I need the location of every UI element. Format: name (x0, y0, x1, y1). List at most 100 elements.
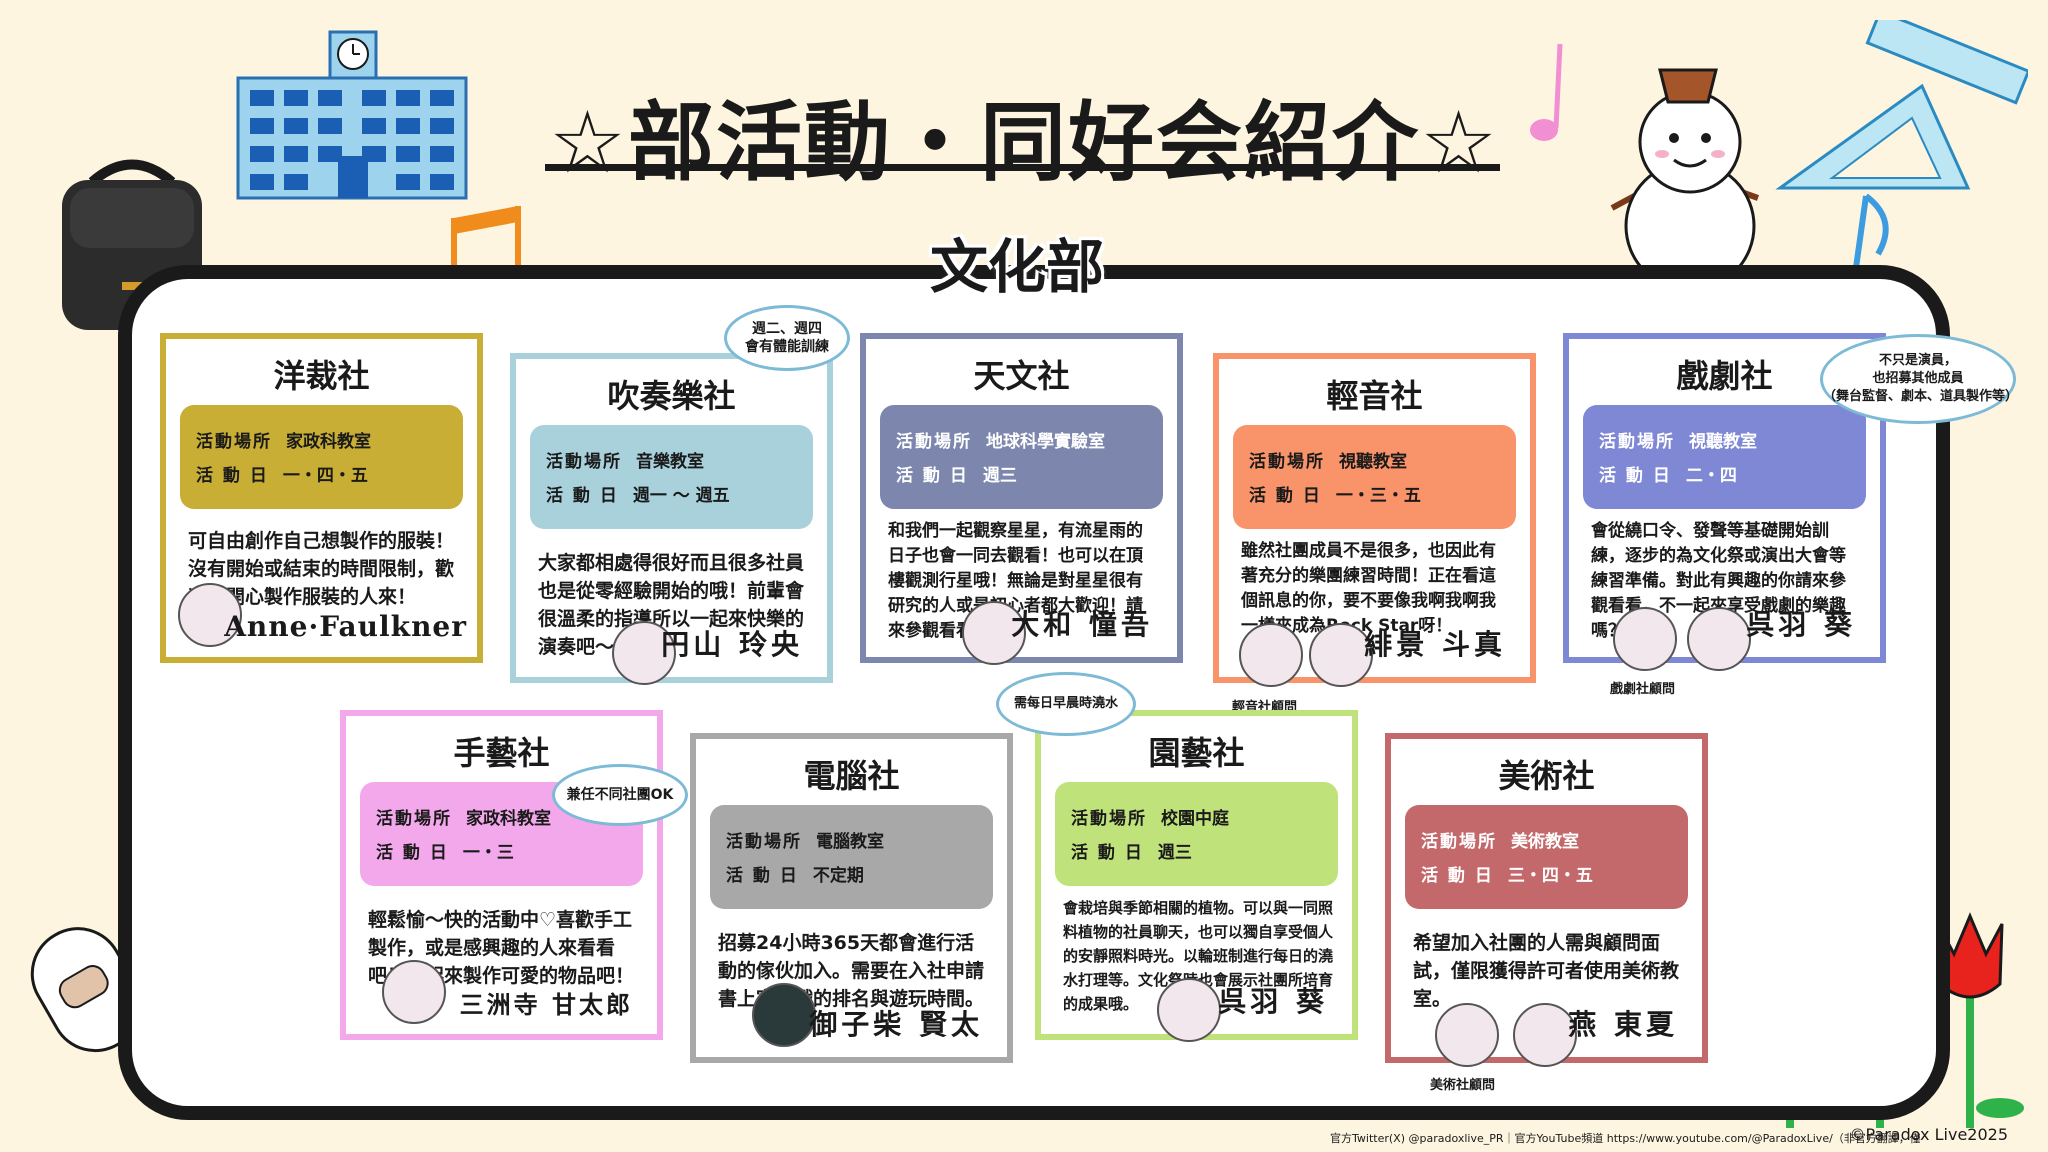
place-label: 活動場所 (196, 432, 272, 452)
note-bubble-suisogaku: 週二、週四 會有體能訓練 (724, 305, 850, 371)
club-days: 週一 ～ 週五 (632, 486, 730, 506)
days-label: 活 動 日 (1421, 866, 1494, 886)
club-days: 週三 (982, 466, 1017, 486)
club-days: 不定期 (812, 866, 864, 886)
club-place: 視聽教室 (1689, 432, 1757, 452)
club-days: 一・三 (462, 843, 514, 863)
club-leader: 御子柴 賢太 (809, 1008, 983, 1041)
club-days: 三・四・五 (1507, 866, 1593, 886)
triangle-ruler-icon (1775, 83, 1971, 190)
club-description: 會從繞口令、發聲等基礎開始訓練，逐步的為文化祭或演出大會等練習準備。對此有興趣的… (1591, 521, 1846, 641)
advisor-avatar (1613, 607, 1677, 671)
page-title: ☆部活動・同好会紹介☆ (548, 93, 1500, 193)
club-leader: 三洲寺 甘太郎 (459, 990, 633, 1019)
place-label: 活動場所 (546, 452, 622, 472)
club-name: 戲劇社 (1676, 357, 1773, 395)
club-leader: 円山 玲央 (661, 628, 803, 661)
club-description: 可自由創作自己想製作的服裝！沒有開始或結束的時間限制，歡迎想開心製作服裝的人來！ (188, 530, 455, 608)
club-description: 輕鬆愉～快的活動中♡喜歡手工製作，或是感興趣的人來看看吧！一起來製作可愛的物品吧… (368, 909, 635, 987)
leader-avatar (1513, 1003, 1577, 1067)
days-label: 活 動 日 (896, 466, 969, 486)
pink-music-note-icon (1530, 43, 1563, 141)
leader-avatar (1309, 623, 1373, 687)
club-name: 吹奏樂社 (607, 377, 736, 415)
club-card-tenmon[interactable]: 天文社 活動場所地球科學實驗室 活 動 日週三 和我們一起觀察星星，有流星雨的日… (860, 333, 1183, 665)
club-name: 美術社 (1498, 757, 1595, 795)
days-label: 活 動 日 (1071, 843, 1144, 863)
leader-avatar (752, 983, 816, 1047)
place-label: 活動場所 (1071, 809, 1147, 829)
club-info: 活動場所視聽教室 活 動 日一・三・五 (1233, 425, 1516, 529)
club-name: 輕音社 (1326, 377, 1423, 415)
leader-avatar (1157, 978, 1221, 1042)
club-info: 活動場所音樂教室 活 動 日週一 ～ 週五 (530, 425, 813, 529)
section-label: 文化部 (930, 233, 1105, 301)
club-name: 電腦社 (803, 757, 900, 795)
days-label: 活 動 日 (1249, 486, 1322, 506)
club-days: 一・四・五 (282, 466, 368, 486)
place-label: 活動場所 (376, 809, 452, 829)
note-bubble-engei: 需每日早晨時澆水 (996, 672, 1136, 736)
club-place: 校園中庭 (1161, 809, 1229, 829)
club-leader: 緋景 斗真 (1364, 628, 1506, 661)
club-info: 活動場所美術教室 活 動 日三・四・五 (1405, 805, 1688, 909)
club-days: 一・三・五 (1335, 486, 1421, 506)
days-label: 活 動 日 (196, 466, 269, 486)
club-info: 活動場所電腦教室 活 動 日不定期 (710, 805, 993, 909)
ruler-icon (1865, 20, 2028, 105)
club-days: 週三 (1157, 843, 1192, 863)
club-card-shugei[interactable]: 手藝社 活動場所家政科教室 活 動 日一・三 輕鬆愉～快的活動中♡喜歡手工製作，… (340, 710, 663, 1040)
club-info: 活動場所家政科教室 活 動 日一・四・五 (180, 405, 463, 509)
leader-avatar (962, 601, 1026, 665)
club-place: 視聽教室 (1339, 452, 1407, 472)
snowman-icon (1610, 68, 1760, 290)
days-label: 活 動 日 (1599, 466, 1672, 486)
club-name: 天文社 (973, 357, 1070, 395)
club-info: 活動場所地球科學實驗室 活 動 日週三 (880, 405, 1163, 509)
club-place: 電腦教室 (816, 832, 884, 852)
club-leader: 呉羽 葵 (1746, 608, 1856, 641)
club-place: 地球科學實驗室 (986, 432, 1105, 452)
copyright: ©Paradox Live2025 (1849, 1125, 2008, 1144)
club-place: 美術教室 (1511, 832, 1579, 852)
title-underline (545, 164, 1500, 171)
club-info: 活動場所視聽教室 活 動 日二・四 (1583, 405, 1866, 509)
days-label: 活 動 日 (546, 486, 619, 506)
leader-avatar (178, 583, 242, 647)
note-bubble-engeki: 不只是演員， 也招募其他成員 （舞台監督、劇本、道具製作等） (1820, 334, 2018, 424)
club-card-denno[interactable]: 電腦社 活動場所電腦教室 活 動 日不定期 招募24小時365天都會進行活動的傢… (690, 733, 1013, 1063)
leader-avatar (382, 960, 446, 1024)
club-days: 二・四 (1685, 466, 1737, 486)
club-description: 希望加入社團的人需與顧問面試，僅限獲得許可者使用美術教室。 (1413, 932, 1680, 1010)
place-label: 活動場所 (1599, 432, 1675, 452)
advisor-avatar (1435, 1003, 1499, 1067)
club-card-engei[interactable]: 園藝社 活動場所校園中庭 活 動 日週三 會栽培與季節相關的植物。可以與一同照料… (1035, 710, 1358, 1042)
club-card-yousai[interactable]: 洋裁社 活動場所家政科教室 活 動 日一・四・五 可自由創作自己想製作的服裝！沒… (160, 333, 483, 663)
club-card-keion[interactable]: 輕音社 活動場所視聽教室 活 動 日一・三・五 雖然社團成員不是很多，也因此有著… (1213, 353, 1536, 687)
club-place: 家政科教室 (286, 432, 371, 452)
club-leader: 呉羽 葵 (1218, 985, 1328, 1018)
place-label: 活動場所 (1249, 452, 1325, 472)
club-info: 活動場所校園中庭 活 動 日週三 (1055, 782, 1338, 886)
place-label: 活動場所 (896, 432, 972, 452)
advisor-avatar (1239, 623, 1303, 687)
club-card-suisogaku[interactable]: 吹奏樂社 活動場所音樂教室 活 動 日週一 ～ 週五 大家都相處得很好而且很多社… (510, 353, 833, 685)
place-label: 活動場所 (726, 832, 802, 852)
club-leader: Anne·Faulkner (224, 610, 467, 643)
days-label: 活 動 日 (726, 866, 799, 886)
club-card-bijutsu[interactable]: 美術社 活動場所美術教室 活 動 日三・四・五 希望加入社團的人需與顧問面試，僅… (1385, 733, 1708, 1067)
advisor-label-engeki: 戲劇社顧問 (1610, 682, 1676, 697)
advisor-label-bijutsu: 美術社顧問 (1430, 1078, 1496, 1093)
leader-avatar (1687, 607, 1751, 671)
note-bubble-shugei: 兼任不同社團OK (552, 764, 688, 826)
club-description: 大家都相處得很好而且很多社員也是從零經驗開始的哦！前輩會很溫柔的指導所以一起來快… (538, 552, 805, 658)
club-leader: 燕 東夏 (1568, 1008, 1678, 1041)
club-place: 家政科教室 (466, 809, 551, 829)
footer-links: 官方Twitter(X) @paradoxlive_PR｜官方YouTube頻道… (1330, 1132, 1920, 1145)
school-building-icon (236, 30, 468, 200)
days-label: 活 動 日 (376, 843, 449, 863)
club-name: 洋裁社 (273, 357, 370, 395)
club-leader: 大和 憧吾 (1011, 608, 1153, 641)
club-name: 手藝社 (453, 734, 550, 772)
place-label: 活動場所 (1421, 832, 1497, 852)
